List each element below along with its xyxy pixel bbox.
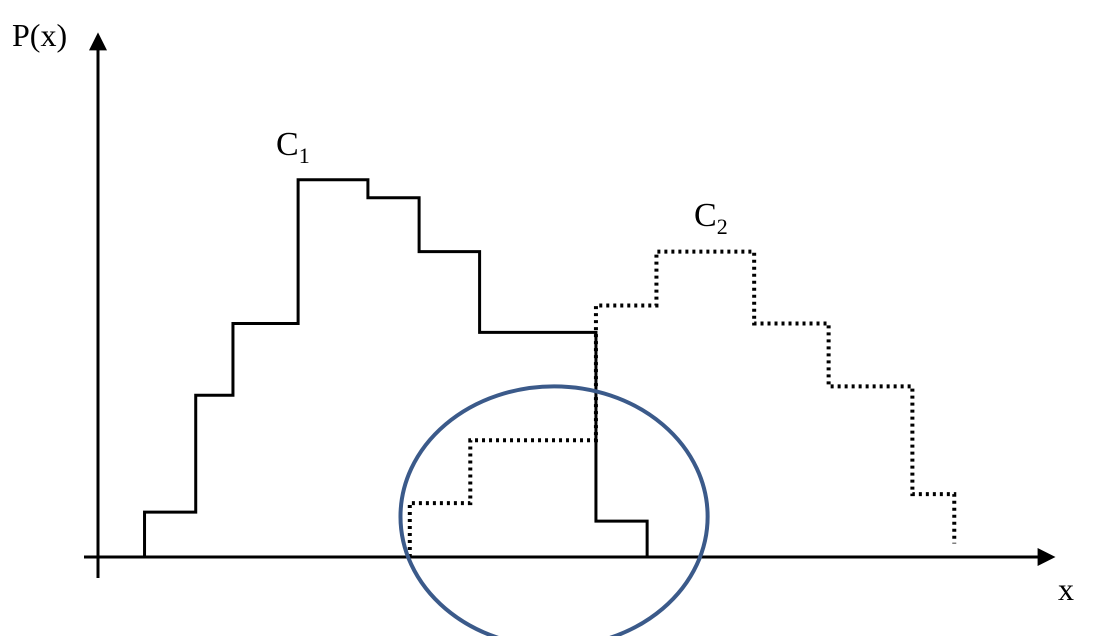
- series-layer: [143, 178, 957, 557]
- highlight-ellipse: [398, 384, 710, 636]
- series-line-c1: [143, 178, 649, 557]
- annotation-layer: [398, 384, 710, 636]
- series-label-c2: C2: [694, 197, 728, 239]
- series-label-c1-name: C: [276, 126, 299, 163]
- x-axis-label: x: [1058, 571, 1074, 607]
- series-line-c2: [407, 249, 957, 557]
- series-label-c2-name: C: [694, 197, 717, 234]
- series-label-c2-subscript: 2: [717, 214, 728, 239]
- y-axis-label: P(x): [12, 17, 67, 53]
- series-label-c1-subscript: 1: [299, 143, 310, 168]
- series-label-c1: C1: [276, 126, 310, 168]
